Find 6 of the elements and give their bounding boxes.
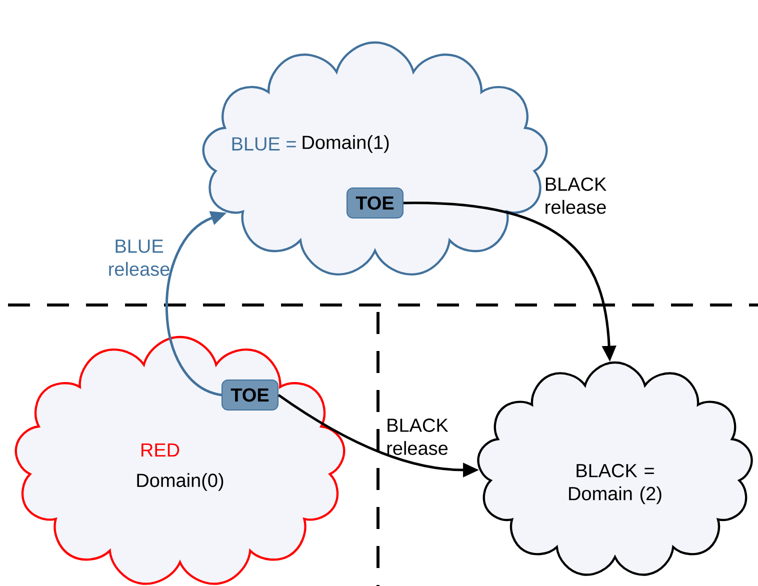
cloud: BLACK = Domain (2) <box>477 361 753 576</box>
edge-label: BLACK release <box>387 418 448 455</box>
toe-box: TOE <box>346 188 404 218</box>
toe-box: TOE <box>222 380 278 410</box>
edge-label: BLUE release <box>109 240 170 276</box>
edge-label: BLACK release <box>546 177 606 214</box>
